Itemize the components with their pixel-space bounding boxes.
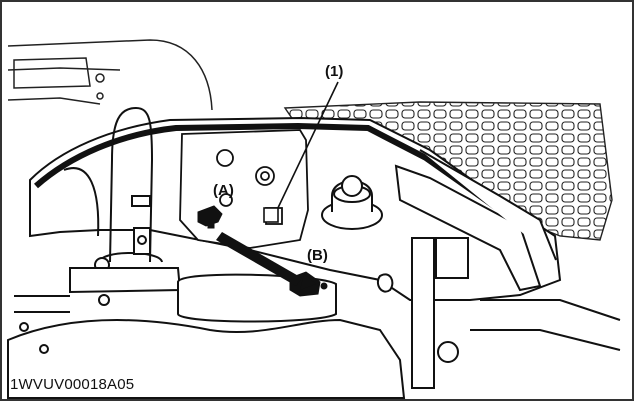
callout-label-a: (A) xyxy=(213,182,234,199)
center-bracket xyxy=(179,129,309,249)
direction-arrow xyxy=(216,232,316,290)
round-cap xyxy=(321,175,383,230)
leader-line-1 xyxy=(263,81,339,223)
figure-code: 1WVUV00018A05 xyxy=(10,376,135,393)
connector-a-part xyxy=(197,205,223,229)
right-frame xyxy=(394,149,621,389)
top-fender xyxy=(7,39,213,111)
callout-label-b: (B) xyxy=(307,247,328,264)
callout-label-1: (1) xyxy=(325,63,344,80)
